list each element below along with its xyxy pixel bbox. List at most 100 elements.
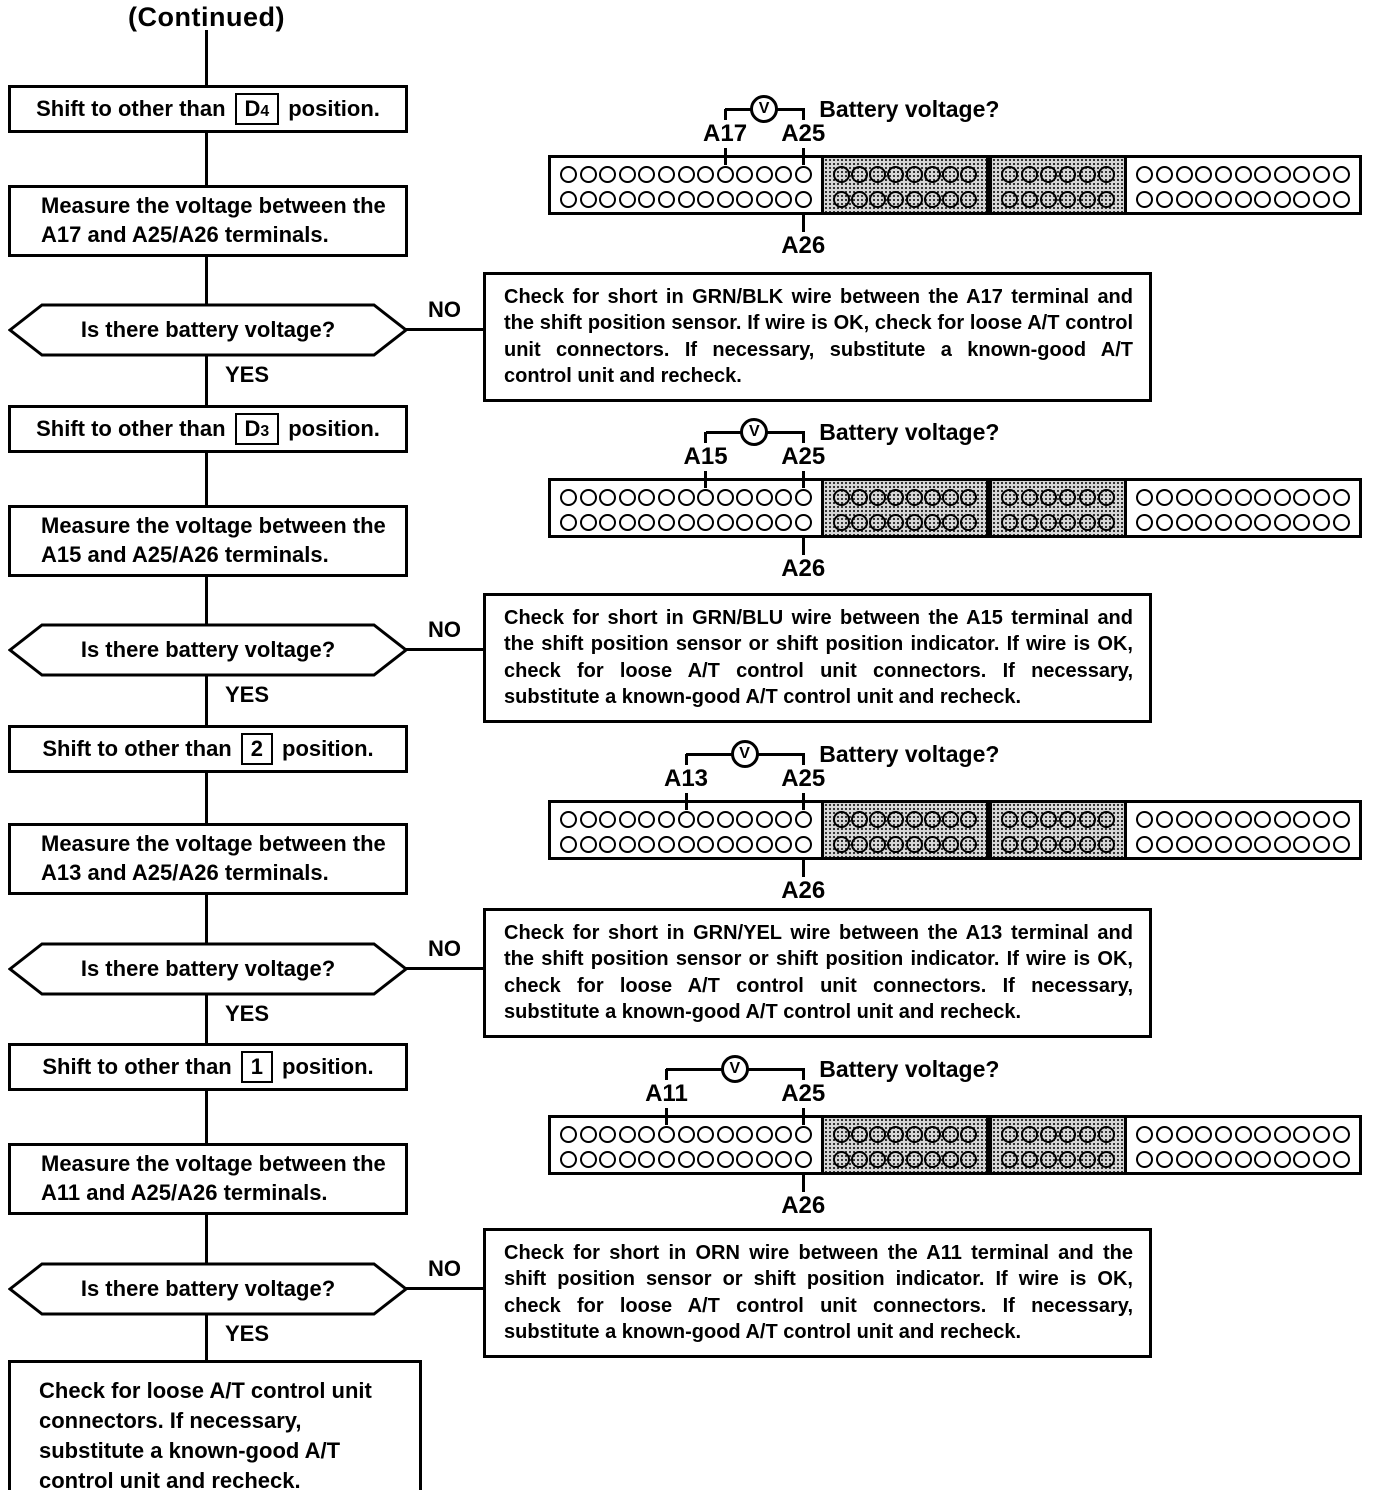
voltmeter-icon: V bbox=[750, 95, 779, 123]
reference-terminal-label: A25 bbox=[778, 443, 829, 471]
connector-section bbox=[821, 481, 989, 535]
connector-pin bbox=[1136, 191, 1154, 208]
connector-pin bbox=[1020, 514, 1038, 531]
voltmeter-icon: V bbox=[730, 740, 759, 768]
connector-section bbox=[821, 1118, 989, 1172]
connector-pin bbox=[1273, 811, 1291, 828]
connector-pin bbox=[869, 1151, 887, 1168]
connector-pin bbox=[579, 1126, 597, 1143]
connector-pin bbox=[1059, 166, 1077, 183]
connector-pin bbox=[677, 1126, 695, 1143]
connector-pin bbox=[1039, 514, 1057, 531]
connector-pin bbox=[960, 1151, 978, 1168]
step1-no-label: NO bbox=[428, 297, 461, 322]
page-title: (Continued) bbox=[128, 2, 285, 32]
connector-pin bbox=[1155, 514, 1173, 531]
connector-pin bbox=[1078, 514, 1096, 531]
step2-question: Is there battery voltage? bbox=[80, 637, 336, 662]
connector-pin bbox=[960, 1126, 978, 1143]
connector-pin bbox=[869, 836, 887, 853]
connector-section bbox=[1127, 158, 1359, 212]
connector-pin bbox=[1195, 191, 1213, 208]
connector-pin bbox=[1059, 836, 1077, 853]
connector-pin bbox=[887, 514, 905, 531]
connector-pin bbox=[775, 836, 793, 853]
connector-pin bbox=[1136, 1151, 1154, 1168]
battery-voltage-label: Battery voltage? bbox=[819, 96, 1000, 122]
connector-pin bbox=[832, 489, 850, 506]
connector-pin bbox=[1214, 1126, 1232, 1143]
step4-question: Is there battery voltage? bbox=[80, 1276, 336, 1301]
connector-pin bbox=[850, 514, 868, 531]
step2-decision-hexagon: Is there battery voltage? bbox=[8, 622, 408, 678]
connector-pin bbox=[1293, 836, 1311, 853]
connector-pin bbox=[1254, 489, 1272, 506]
connector-pin bbox=[1020, 489, 1038, 506]
connector-pin bbox=[736, 489, 754, 506]
step3-no-connector-line bbox=[405, 967, 484, 970]
step1-measure-box: Measure the voltage between the A17 and … bbox=[8, 185, 408, 257]
connector-pin bbox=[869, 1126, 887, 1143]
connector-pin bbox=[869, 514, 887, 531]
connector-pin bbox=[1293, 489, 1311, 506]
connector-pin bbox=[887, 1126, 905, 1143]
connector-section bbox=[1127, 1118, 1359, 1172]
connector-pin bbox=[1332, 191, 1350, 208]
connector-pin bbox=[887, 191, 905, 208]
step3-measure-text: Measure the voltage between the A13 and … bbox=[41, 831, 386, 885]
connector-pin bbox=[1332, 1126, 1350, 1143]
connector-pin bbox=[1059, 489, 1077, 506]
connector-pin bbox=[923, 489, 941, 506]
connector-pin bbox=[560, 811, 578, 828]
connector-pin bbox=[1254, 166, 1272, 183]
connector-pin bbox=[960, 811, 978, 828]
step1-shift-box: Shift to other than D4 position. bbox=[8, 85, 408, 133]
connector-pin bbox=[1097, 1151, 1115, 1168]
connector-pin bbox=[1136, 811, 1154, 828]
connector-pin bbox=[560, 166, 578, 183]
flow-spine-line bbox=[205, 30, 208, 1362]
connector-pin bbox=[794, 836, 812, 853]
connector-pin bbox=[1039, 811, 1057, 828]
ground-terminal-line bbox=[801, 1175, 805, 1192]
connector-pin bbox=[775, 811, 793, 828]
connector-pin bbox=[716, 1151, 734, 1168]
connector-pin bbox=[755, 514, 773, 531]
connector-pin bbox=[697, 489, 715, 506]
connector-pin bbox=[618, 836, 636, 853]
step2-yes-label: YES bbox=[225, 682, 270, 707]
connector-pin bbox=[1175, 1151, 1193, 1168]
connector-pin bbox=[599, 191, 617, 208]
connector-pin bbox=[599, 1126, 617, 1143]
connector-pin bbox=[677, 1151, 695, 1168]
connector-pin bbox=[1234, 811, 1252, 828]
connector-pin bbox=[755, 811, 773, 828]
step4-result-box: Check for short in ORN wire between the … bbox=[483, 1228, 1152, 1358]
connector-pin bbox=[1234, 489, 1252, 506]
connector-pin bbox=[1059, 1151, 1077, 1168]
connector-pin bbox=[1020, 1151, 1038, 1168]
step1-position-d4: D4 bbox=[234, 93, 280, 125]
connector-pin bbox=[697, 811, 715, 828]
connector-pin bbox=[697, 514, 715, 531]
probe-terminal-label: A17 bbox=[700, 120, 751, 148]
connector-section bbox=[989, 803, 1127, 857]
connector-section bbox=[1127, 481, 1359, 535]
connector-pin bbox=[657, 836, 675, 853]
connector-pin bbox=[1155, 1126, 1173, 1143]
connector-pin bbox=[736, 191, 754, 208]
connector-pin bbox=[1155, 191, 1173, 208]
connector-pin bbox=[599, 1151, 617, 1168]
connector-pin bbox=[579, 191, 597, 208]
connector-pin bbox=[1155, 836, 1173, 853]
connector-pin bbox=[923, 836, 941, 853]
connector-pin bbox=[1332, 166, 1350, 183]
step4-measure-box: Measure the voltage between the A11 and … bbox=[8, 1143, 408, 1215]
step3-shift-box: Shift to other than 2 position. bbox=[8, 725, 408, 773]
connector-pin bbox=[1273, 514, 1291, 531]
connector-pin bbox=[832, 166, 850, 183]
connector-pin bbox=[697, 1126, 715, 1143]
connector-pin bbox=[618, 489, 636, 506]
connector-pin bbox=[1254, 1126, 1272, 1143]
reference-terminal-label: A25 bbox=[778, 120, 829, 148]
